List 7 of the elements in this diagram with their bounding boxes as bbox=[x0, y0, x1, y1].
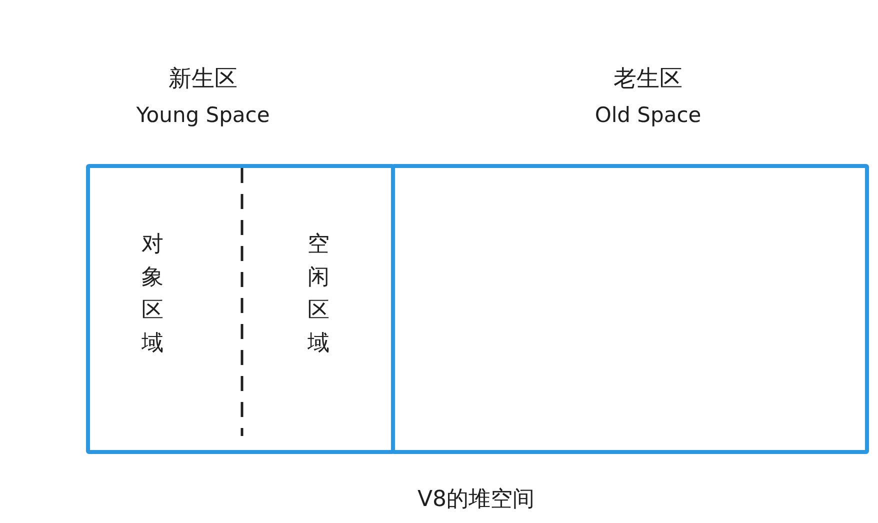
heading-text: 新生区 bbox=[168, 65, 238, 93]
subheading-text: Young Space bbox=[136, 102, 270, 128]
subheading-text: Old Space bbox=[594, 102, 702, 128]
caption-text: V8的堆空间 bbox=[417, 486, 535, 514]
heading-text: 老生区 bbox=[614, 65, 682, 93]
region-label: 空闲区域 bbox=[307, 228, 330, 360]
region-label: 对象区域 bbox=[141, 228, 164, 360]
